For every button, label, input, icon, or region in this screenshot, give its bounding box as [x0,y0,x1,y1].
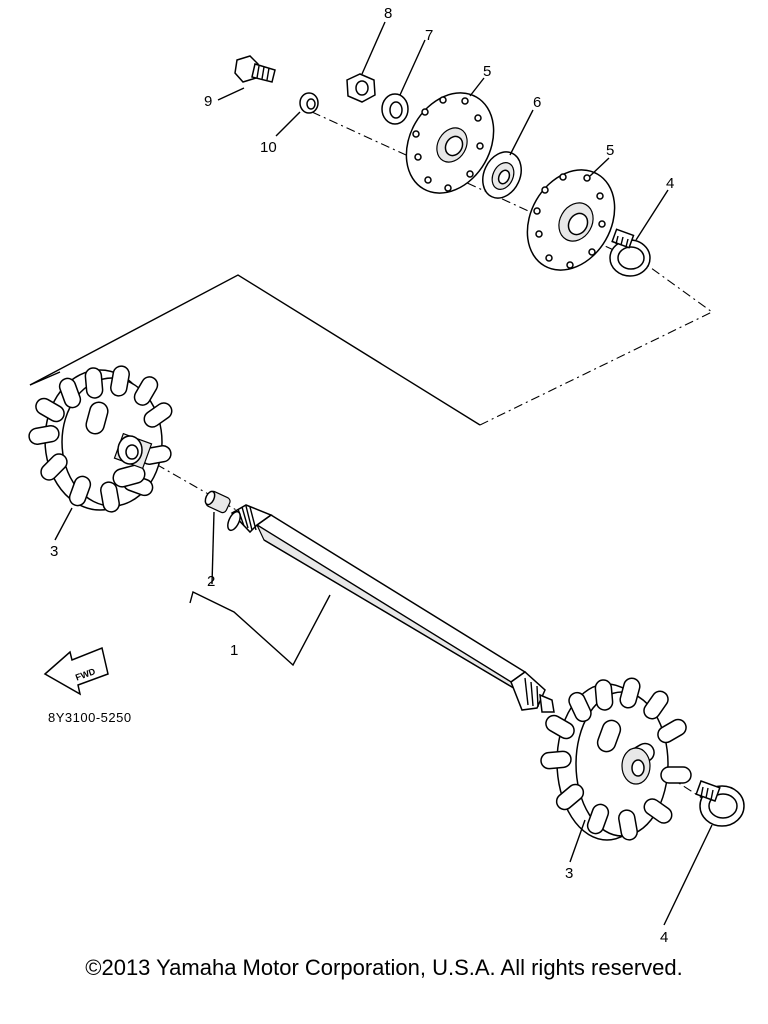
bolt [234,55,276,83]
pin [204,490,231,514]
callout-shaft: 1 [230,642,238,659]
leader-lines [54,21,713,926]
callout-collar: 10 [260,139,277,156]
sprocket-left [28,365,173,513]
callout-housing-outer: 5 [483,63,491,80]
callout-bolt: 9 [204,93,212,110]
bearing-housing-outer [405,92,495,194]
callout-nut: 8 [384,5,392,22]
copyright-notice: ©2013 Yamaha Motor Corporation, U.S.A. A… [85,955,683,980]
fwd-direction-arrow: FWD [43,646,109,696]
callout-housing-inner: 5 [606,142,614,159]
callout-labels: 8 7 5 6 5 4 9 10 3 2 1 3 4 [50,5,674,946]
hose-clamp-upper [609,228,651,277]
hose-clamp-lower [695,780,745,827]
callout-clamp-lower: 4 [660,929,668,946]
callout-washer: 7 [425,27,433,44]
collar [299,92,319,114]
lock-washer [381,93,409,125]
drive-shaft [227,504,555,713]
sprocket-right [540,677,692,841]
bearing [482,151,522,199]
callout-pin: 2 [207,573,215,590]
callout-clamp-upper: 4 [666,175,674,192]
callout-bearing: 6 [533,94,541,111]
callout-sprocket-right: 3 [565,865,573,882]
nut [346,73,376,103]
assembly-frame [29,259,714,426]
bearing-housing-inner [526,169,616,271]
callout-sprocket-left: 3 [50,543,58,560]
drawing-code: 8Y3100-5250 [48,710,132,725]
